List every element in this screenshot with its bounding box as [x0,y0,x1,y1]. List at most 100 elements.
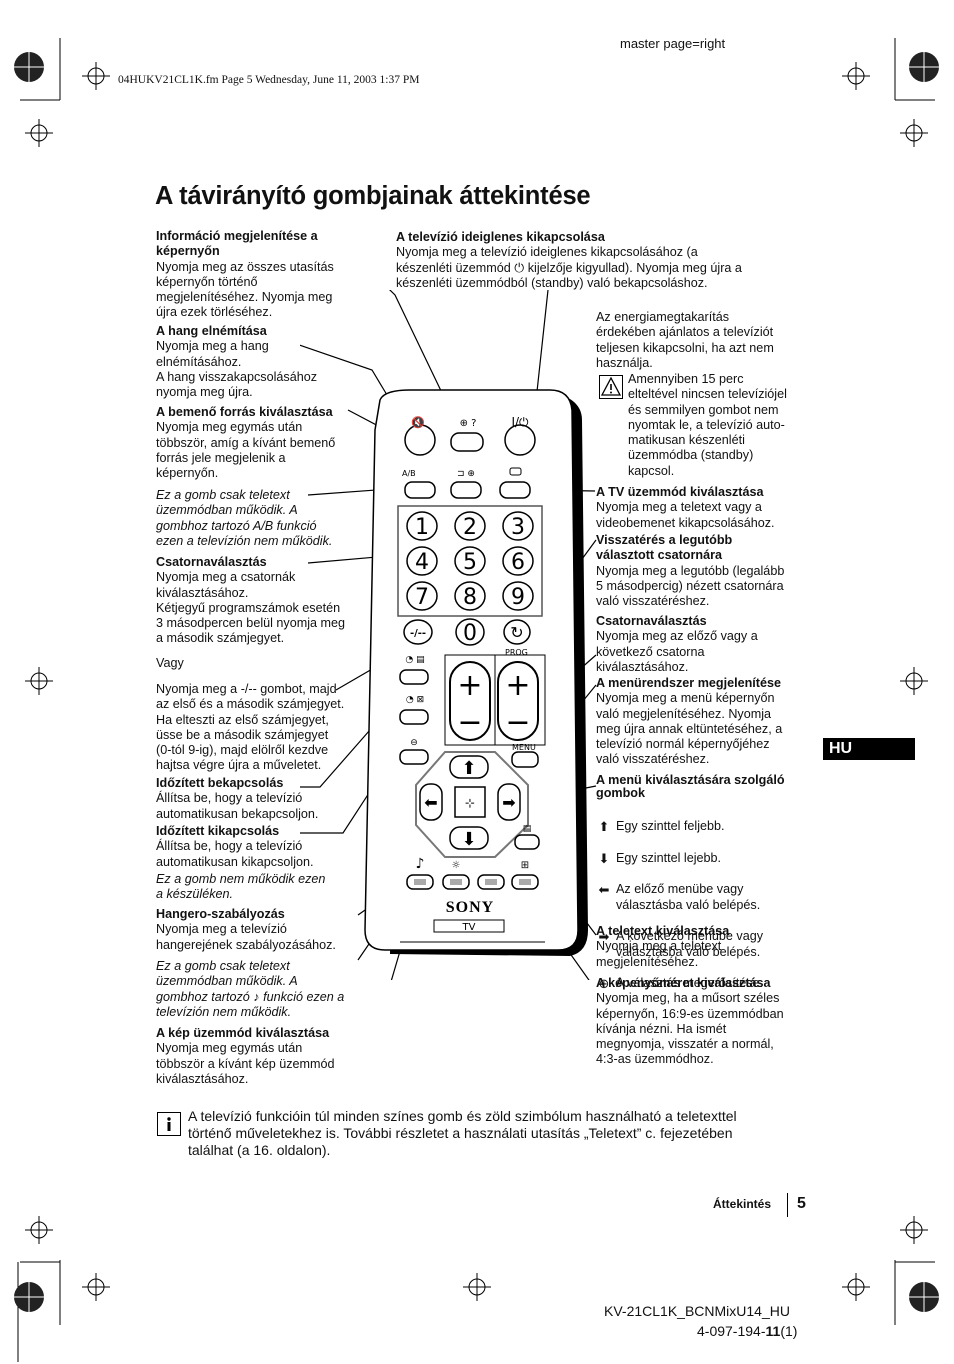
svg-text:↻: ↻ [510,623,523,642]
digit-label-8: 8 [463,585,477,610]
last-channel-heading: Visszatérés a legutóbb választott csator… [596,533,733,563]
channel-heading: Csatornaválasztás [156,555,267,569]
svg-text:⊹: ⊹ [465,796,475,810]
teletext-heading: A teletext kiválasztása [596,924,730,938]
svg-text:⊖: ⊖ [410,738,418,748]
standby-heading: A televízió ideiglenes kikapcsolása [396,230,605,244]
digit-label-5: 5 [463,550,477,575]
digit-label-4: 4 [415,550,429,575]
digit-label-6: 6 [511,550,525,575]
footer-divider [787,1193,788,1217]
prog-body: Nyomja meg az előző vagy a következő csa… [596,629,758,674]
digit-key-1 [406,511,438,541]
digit-key-7 [406,581,438,611]
part-number: 4-097-194-11(1) [697,1323,798,1339]
digit-label-1: 1 [415,515,429,540]
svg-text:0: 0 [463,621,477,646]
picture-mode-heading: A kép üzemmód kiválasztása [156,1026,330,1040]
page-number: 5 [797,1195,806,1212]
channel-body: Nyomja meg a csatornák kiválasztásához. … [156,570,346,646]
digit-body: Nyomja meg a -/-- gombot, majd az első é… [156,682,345,773]
prog-heading: Csatornaválasztás [596,614,707,628]
svg-text:☼: ☼ [452,860,461,871]
svg-text:♪: ♪ [416,856,425,872]
svg-text:🔇: 🔇 [411,416,425,429]
ab-label: A/B [402,469,416,478]
mute-body: Nyomja meg a hang elnémításához. A hang … [156,339,318,400]
digit-key-2 [454,511,486,541]
svg-text:+: + [457,668,482,703]
menu-heading: A menürendszer megjelenítése [596,676,782,690]
energy-note: Az energiamegtakarítás érdekében ajánlat… [596,310,774,370]
svg-text:TV: TV [462,922,476,933]
svg-text:-/--: -/-- [410,628,426,639]
ok-icon: ⊕ [598,976,610,992]
menu-select-heading: A menü kiválasztására szolgáló gombok [596,773,785,800]
digit-key-5 [454,546,486,576]
volume-heading: Hangero-szabályozás [156,907,285,921]
info-icon [157,1112,181,1136]
menu-label: MENU [512,743,536,752]
last-channel-body: Nyomja meg a legutóbb (legalább 5 másodp… [596,563,785,609]
digit-label-3: 3 [511,515,525,540]
screen-size-body: Nyomja meg, ha a műsort széles képernyőn… [596,991,784,1067]
svg-text:⊕ ?: ⊕ ? [460,418,477,429]
svg-text:⬅: ⬅ [424,793,437,812]
arrow-down-icon: ⬇ [598,850,610,866]
svg-text:⊞: ⊞ [521,860,529,871]
digit-key-4 [406,546,438,576]
prog-label: PROG [505,648,528,657]
svg-text:−: − [457,705,482,740]
sound-note: Ez a gomb csak teletext üzemmódban működ… [156,959,345,1019]
digit-key-8 [454,581,486,611]
arrow-up-icon: ⬆ [598,819,610,835]
input-body: Nyomja meg egymás után többször, amíg a … [156,420,336,481]
model-code: KV-21CL1K_BCNMixU14_HU [604,1303,790,1319]
svg-text:▤: ▤ [523,824,532,834]
timer-on-heading: Időzített bekapcsolás [156,776,284,790]
volume-body: Nyomja meg a televízió hangerejének szab… [156,922,336,952]
svg-text:◔ ▤: ◔ ▤ [405,655,424,665]
picture-mode-body: Nyomja meg egymás után többször a kívánt… [156,1041,335,1086]
info-body: Nyomja meg az összes utasítás képernyőn … [156,259,334,320]
info-note: A televízió funkcióin túl minden színes … [188,1108,737,1158]
digit-label-2: 2 [463,515,477,540]
svg-text:➡: ➡ [502,793,515,812]
mute-heading: A hang elnémítása [156,324,267,338]
language-tab: HU [823,738,915,760]
tv-mode-body: Nyomja meg a teletext vagy a videobemene… [596,500,775,530]
digit-key-9 [502,581,534,611]
teletext-body: Nyomja meg a teletext megjelenítéséhez. [596,939,722,969]
standby-body: Nyomja meg a televízió ideiglenes kikapc… [396,245,742,290]
arrow-right-icon: ➡ [598,929,610,945]
digit-key-6 [502,546,534,576]
svg-text:⬆: ⬆ [461,758,476,779]
digit-keys: 1 2 3 4 5 6 7 8 9 [406,511,534,611]
svg-text:⬇: ⬇ [461,829,476,850]
screen-size-heading: A képenyőméret kiválasztása [596,976,771,990]
digit-label-9: 9 [511,585,525,610]
footer-section: Áttekintés [713,1197,772,1211]
ab-note: Ez a gomb csak teletext üzemmódban működ… [156,488,333,548]
or-label: Vagy [156,656,184,670]
page-title: A távirányító gombjainak áttekintése [155,182,591,210]
menu-items: ⬆Egy szinttel feljebb. ⬇Egy szinttel lej… [596,803,806,1007]
warning-note: Amennyiben 15 perc elteltével nincsen te… [628,372,787,478]
menu-body: Nyomja meg a menü képernyőn való megjele… [596,691,783,767]
svg-text:−: − [505,705,530,740]
master-page-label: master page=right [620,36,726,51]
timer-off-heading: Időzített kikapcsolás [156,824,280,838]
tv-mode-heading: A TV üzemmód kiválasztása [596,485,764,499]
sony-logo: SONY [446,899,494,916]
timer-off-body: Állítsa be, hogy a televízió automatikus… [156,839,314,869]
file-info: 04HUKV21CL1K.fm Page 5 Wednesday, June 1… [118,74,420,86]
digit-label-7: 7 [415,585,429,610]
warning-icon [599,375,623,399]
svg-text:I/⏻: I/⏻ [511,415,529,429]
digit-key-3 [502,511,534,541]
timer-note: Ez a gomb nem működik ezen a készüléken. [156,872,326,902]
info-heading: Információ megjelenítése a képernyőn [156,229,318,259]
timer-on-body: Állítsa be, hogy a televízió automatikus… [156,791,319,821]
